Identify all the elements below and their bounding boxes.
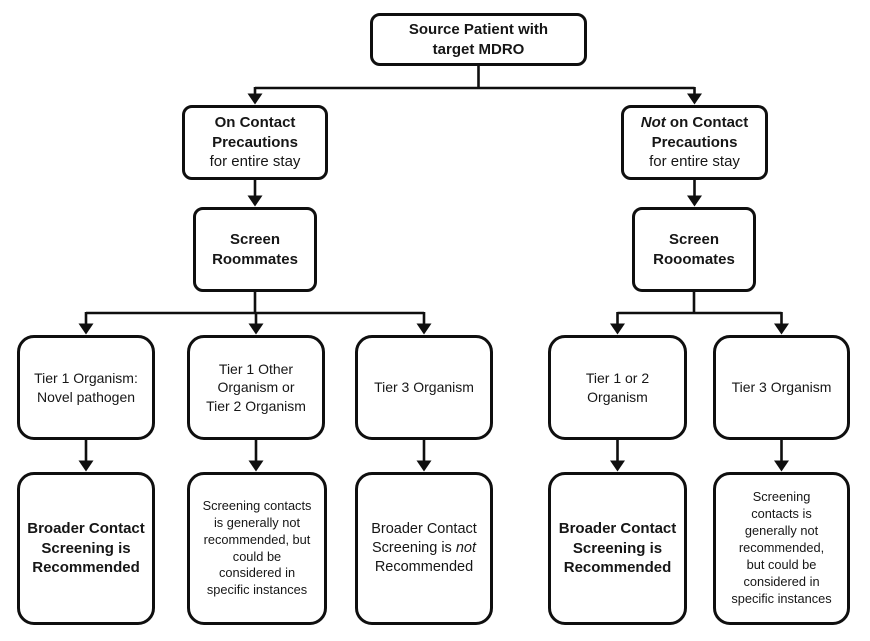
node-text-line: Screen	[668, 231, 720, 248]
node-text-line: Screen	[229, 231, 281, 248]
node-outcome-generally-not-right: Screening contacts is generally not reco…	[713, 472, 850, 625]
node-text-line: Precautions	[651, 133, 738, 151]
node-text-line: is generally not	[213, 514, 301, 530]
node-text-line: On Contact	[214, 114, 296, 132]
node-text-line: considered in	[218, 565, 296, 581]
node-tier1-novel-pathogen: Tier 1 Organism: Novel pathogen	[17, 335, 155, 440]
connector-screen-to-tiers-left	[84, 290, 426, 326]
node-text-line: recommended, but	[203, 531, 311, 547]
node-tier1-or-2: Tier 1 or 2 Organism	[548, 335, 687, 440]
node-text-line: for entire stay	[209, 153, 301, 171]
node-text-line: Broader Contact	[371, 521, 477, 538]
connector-tiers-to-outcomes	[84, 438, 783, 463]
node-text-line: Recommended	[374, 558, 474, 575]
node-text-line: Not on Contact	[630, 113, 759, 133]
node-text-line: Broader Contact	[27, 520, 145, 538]
node-text-line: contacts is	[751, 506, 812, 522]
node-outcome-recommended-left: Broader Contact Screening is Recommended	[17, 472, 155, 625]
node-source-patient: Source Patient with target MDRO	[370, 13, 587, 66]
node-text-line: Organism	[587, 388, 648, 405]
node-tier3-right: Tier 3 Organism	[713, 335, 850, 440]
connector-screen-to-tiers-right	[616, 290, 783, 326]
node-tier1-other-or-tier2: Tier 1 Other Organism or Tier 2 Organism	[187, 335, 325, 440]
node-text-line: Rooomates	[653, 250, 735, 268]
italic-not: not	[455, 540, 476, 557]
node-text-line: Tier 2 Organism	[206, 397, 306, 414]
node-outcome-recommended-right: Broader Contact Screening is Recommended	[548, 472, 687, 625]
node-text-line: Tier 3 Organism	[731, 379, 832, 396]
node-text-line: Organism or	[217, 379, 295, 396]
node-text-line: target MDRO	[432, 40, 525, 58]
node-not-on-contact-precautions: Not on Contact Precautions for entire st…	[621, 105, 768, 180]
node-text-line: could be	[232, 548, 282, 564]
node-text-line: Broader Contact	[558, 520, 677, 538]
italic-not: Not	[640, 114, 666, 132]
node-text-line: Screening	[752, 489, 811, 505]
node-text-line: Novel pathogen	[36, 388, 136, 405]
node-text-line: Tier 1 or 2	[585, 370, 650, 387]
node-text-line: Screening is	[41, 539, 131, 557]
arrowheads	[78, 93, 789, 472]
node-text-line: specific instances	[206, 582, 308, 598]
node-text-line: Recommended	[563, 559, 672, 577]
node-screen-roommates-left: Screen Roommates	[193, 207, 317, 292]
node-text-line: Tier 1 Other	[218, 361, 294, 378]
node-text-line: Recommended	[32, 559, 140, 577]
node-text-line: Screening contacts	[202, 497, 312, 513]
node-text-segment: Screening is	[372, 540, 456, 557]
node-text-line: Tier 3 Organism	[374, 379, 474, 396]
node-text-line: recommended,	[738, 540, 825, 556]
node-outcome-generally-not-left: Screening contacts is generally not reco…	[187, 472, 327, 625]
node-text-line: for entire stay	[649, 153, 740, 171]
connector-root-to-precautions	[253, 64, 696, 96]
node-outcome-not-recommended: Broader Contact Screening is not Recomme…	[355, 472, 493, 625]
node-text-line: Screening is	[572, 539, 663, 557]
node-text-line: Tier 1 Organism:	[34, 370, 138, 387]
node-text-line: Precautions	[212, 133, 298, 151]
node-text-line: but could be	[746, 556, 817, 572]
node-text-line: Screening is not	[364, 539, 484, 558]
node-screen-roommates-right: Screen Rooomates	[632, 207, 756, 292]
node-text-line: generally not	[744, 523, 819, 539]
node-text-line: Source Patient with	[408, 21, 549, 38]
node-tier3-left: Tier 3 Organism	[355, 335, 493, 440]
node-text-segment: on Contact	[665, 114, 749, 132]
node-text-line: considered in	[743, 573, 820, 589]
node-on-contact-precautions: On Contact Precautions for entire stay	[182, 105, 328, 180]
node-text-line: specific instances	[731, 590, 832, 606]
node-text-line: Roommates	[212, 250, 298, 268]
